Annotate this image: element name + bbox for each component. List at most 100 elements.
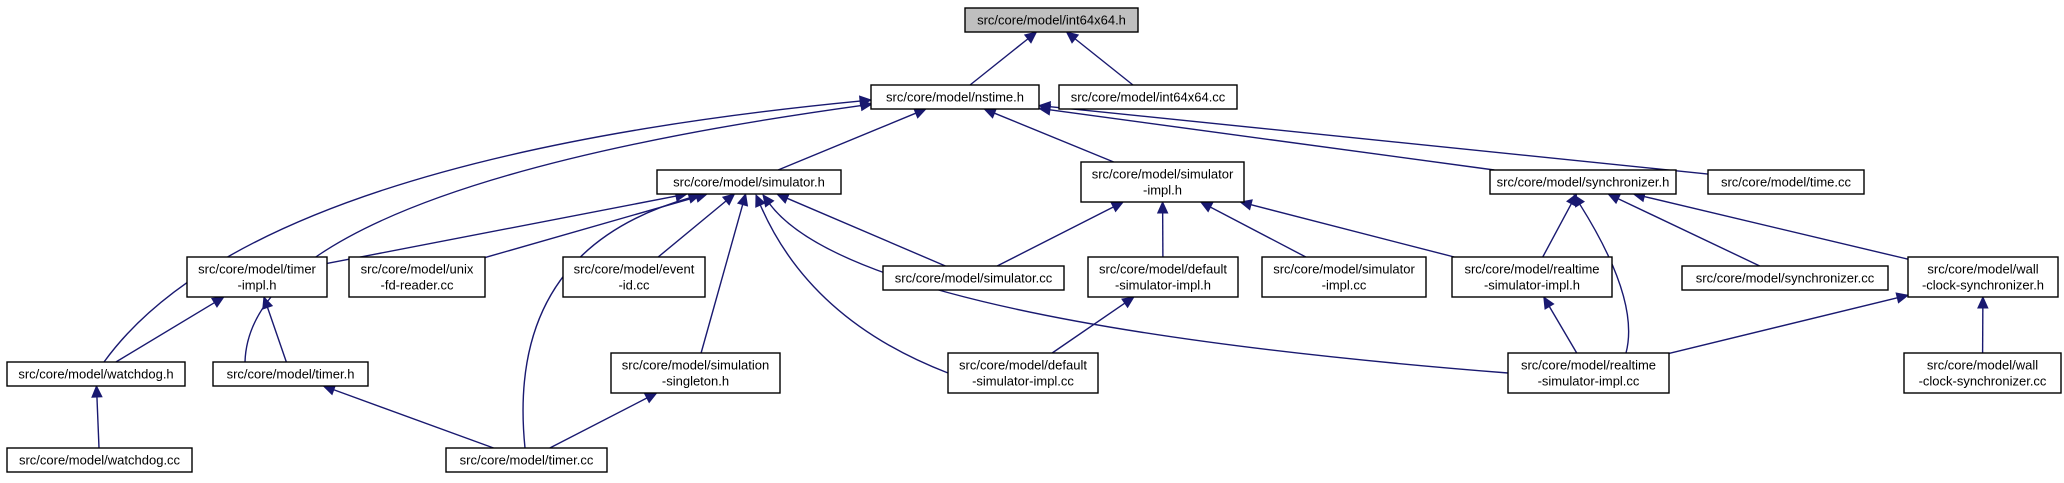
node-simulator-impl-h[interactable]: src/core/model/simulator-impl.h [1080,161,1245,203]
edge-nstime-h-to-synchronizer-h [1037,104,1495,171]
edge-wall-clock-synchronizer-h-to-realtime-simulator-impl-cc [1668,292,1910,355]
node-box [1489,169,1677,195]
edge-line [1668,297,1898,355]
node-label: src/core/model/default [1099,262,1227,277]
node-simulator-cc[interactable]: src/core/model/simulator.cc [882,265,1065,291]
node-label: -fd-reader.cc [381,278,454,293]
edge-timer-h-to-timer-cc [322,384,494,449]
node-label: src/core/model/simulation [622,358,769,373]
node-default-simulator-impl-h[interactable]: src/core/model/default-simulator-impl.h [1087,256,1239,298]
arrowhead [1977,295,1989,309]
node-timer-h[interactable]: src/core/model/timer.h [212,361,369,387]
arrowhead [1065,31,1080,44]
node-realtime-simulator-impl-cc[interactable]: src/core/model/realtime-simulator-impl.c… [1507,352,1670,394]
edge-watchdog-h-to-watchdog-cc [91,384,103,449]
edge-line [1210,206,1307,258]
edge-line [759,204,949,374]
node-watchdog-h[interactable]: src/core/model/watchdog.h [6,361,186,387]
node-label: src/core/model/event [574,262,695,277]
node-label: src/core/model/simulator.cc [895,271,1053,286]
node-box [348,256,486,298]
arrowhead [1895,292,1910,304]
edge-line [1579,203,1630,354]
edge-simulator-impl-h-to-simulator-impl-cc [1199,201,1307,258]
edge-simulator-impl-h-to-realtime-simulator-impl-h [1239,199,1455,258]
edge-synchronizer-h-to-realtime-simulator-impl-cc [1573,193,1630,354]
node-box [1903,352,2062,394]
node-wall-clock-synchronizer-cc[interactable]: src/core/model/wall-clock-synchronizer.c… [1903,352,2062,394]
node-realtime-simulator-impl-h[interactable]: src/core/model/realtime-simulator-impl.h [1451,256,1613,298]
node-label: src/core/model/nstime.h [886,90,1024,105]
edge-line [969,38,1029,86]
node-synchronizer-cc[interactable]: src/core/model/synchronizer.cc [1681,265,1889,291]
node-nstime-h[interactable]: src/core/model/nstime.h [870,84,1040,110]
node-int64x64-cc[interactable]: src/core/model/int64x64.cc [1058,84,1238,110]
node-label: src/core/model/int64x64.cc [1071,90,1226,105]
node-label: -id.cc [618,278,650,293]
node-label: src/core/model/simulator [1092,167,1234,182]
edge-line [786,197,946,267]
edge-int64x64-h-to-int64x64-cc [1065,31,1134,86]
arrowhead [262,295,274,310]
arrowhead [1199,201,1214,213]
edge-line [549,397,648,449]
node-label: src/core/model/simulator [1273,262,1415,277]
arrowhead [643,392,658,404]
node-time-cc[interactable]: src/core/model/time.cc [1707,169,1865,195]
node-watchdog-cc[interactable]: src/core/model/watchdog.cc [6,447,193,473]
edge-realtime-simulator-impl-h-to-realtime-simulator-impl-cc [1543,295,1578,354]
edge-simulator-h-to-simulator-cc [775,193,946,267]
node-label: -impl.h [237,278,276,293]
node-int64x64-h[interactable]: src/core/model/int64x64.h [964,7,1139,33]
node-label: src/core/model/timer.cc [460,453,594,468]
arrowhead [762,194,775,208]
edge-line [1644,195,1909,260]
node-label: src/core/model/watchdog.cc [19,453,181,468]
arrowhead [1573,193,1586,208]
node-box [562,256,706,298]
node-unix-fd-reader-cc[interactable]: src/core/model/unix-fd-reader.cc [348,256,486,298]
arrowhead [1121,296,1135,309]
edge-line [1074,38,1134,86]
edge-line [115,302,215,363]
node-box [1058,84,1238,110]
node-label: -clock-synchronizer.cc [1919,374,2047,389]
node-label: -singleton.h [662,374,729,389]
node-box [1707,169,1865,195]
node-simulation-singleton-h[interactable]: src/core/model/simulation-singleton.h [610,352,781,394]
node-box [882,265,1065,291]
arrowhead [1543,295,1555,310]
edge-int64x64-h-to-nstime-h [969,31,1038,86]
arrowhead [1607,193,1622,205]
edge-line [1049,109,1495,171]
arrowhead [859,99,874,112]
node-synchronizer-h[interactable]: src/core/model/synchronizer.h [1489,169,1677,195]
arrowhead [91,384,103,398]
node-box [1261,256,1427,298]
edge-nstime-h-to-simulator-h [777,108,928,171]
edge-line [266,307,288,363]
node-label: src/core/model/synchronizer.h [1497,175,1670,190]
edge-simulator-h-to-default-simulator-impl-cc [755,193,949,374]
node-timer-impl-h[interactable]: src/core/model/timer-impl.h [186,256,328,298]
node-simulator-impl-cc[interactable]: src/core/model/simulator-impl.cc [1261,256,1427,298]
arrowhead [721,193,736,206]
node-label: src/core/model/int64x64.h [977,13,1126,28]
arrowhead [210,296,225,308]
node-simulator-h[interactable]: src/core/model/simulator.h [656,169,842,195]
node-event-id-cc[interactable]: src/core/model/event-id.cc [562,256,706,298]
node-label: -clock-synchronizer.h [1922,278,2044,293]
node-timer-cc[interactable]: src/core/model/timer.cc [445,447,608,473]
node-wall-clock-synchronizer-h[interactable]: src/core/model/wall-clock-synchronizer.h [1907,256,2059,298]
edge-nstime-h-to-simulator-impl-h [983,108,1114,163]
node-default-simulator-impl-cc[interactable]: src/core/model/default-simulator-impl.cc [947,352,1099,394]
edge-line [657,200,727,258]
edge-line [326,195,677,265]
arrowhead [775,193,790,204]
node-box [445,447,608,473]
edge-simulator-impl-h-to-default-simulator-impl-h [1156,200,1169,258]
node-box [6,447,193,473]
arrowhead [1156,200,1169,214]
node-box [6,361,186,387]
node-label: src/core/model/timer [198,262,316,277]
